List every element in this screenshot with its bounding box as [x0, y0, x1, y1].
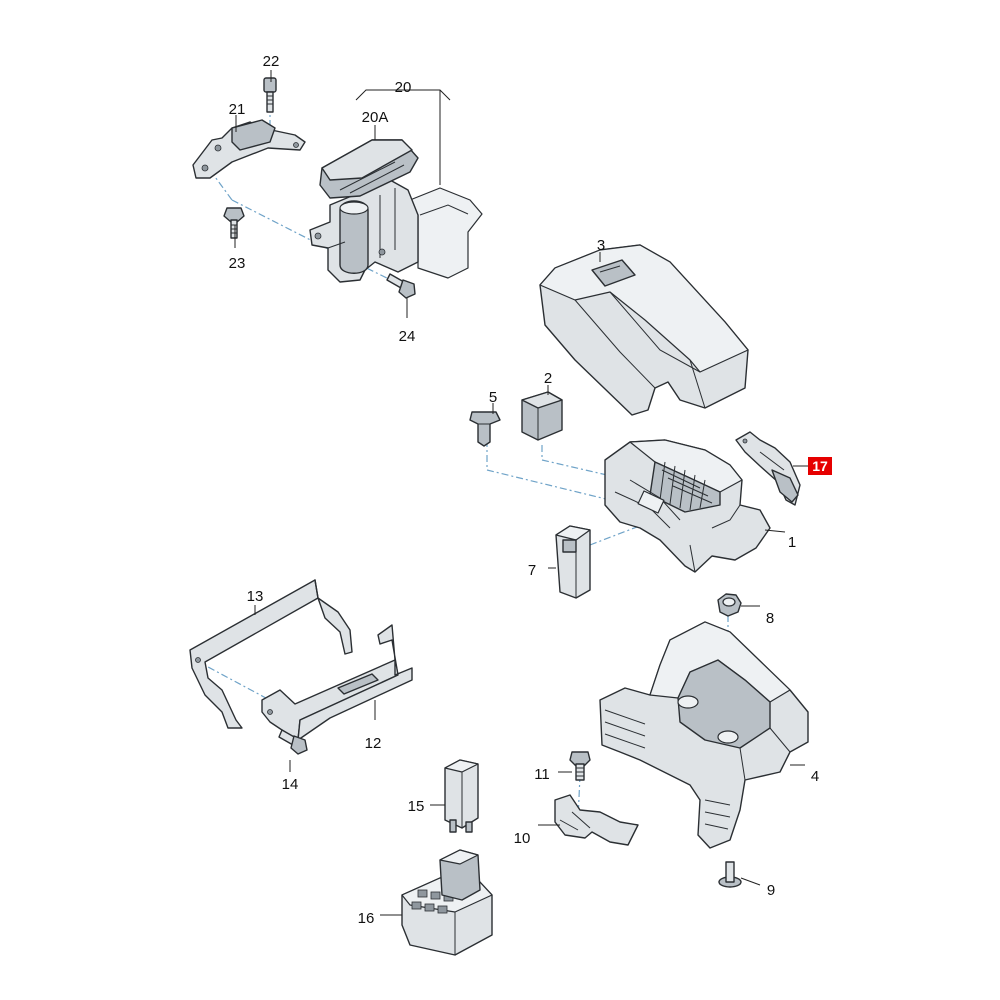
label-14: 14: [282, 776, 299, 793]
label-22: 22: [263, 53, 280, 70]
label-15: 15: [408, 798, 425, 815]
part-5-fuse[interactable]: [469, 411, 501, 447]
callout-labels: 20 20A 21 22 23 24 3 2 5 1 7 8 4 9 11 10…: [229, 53, 832, 927]
label-13: 13: [247, 588, 264, 605]
label-9: 9: [767, 882, 775, 899]
label-23: 23: [229, 255, 246, 272]
part-10-clip[interactable]: [554, 794, 639, 846]
part-24-screw[interactable]: [386, 273, 416, 299]
part-15-relay[interactable]: [444, 759, 479, 833]
label-10: 10: [514, 830, 531, 847]
label-8: 8: [766, 610, 774, 627]
label-1: 1: [788, 534, 796, 551]
label-11: 11: [534, 766, 550, 783]
label-7: 7: [528, 562, 536, 579]
part-12-lower-bracket[interactable]: [261, 624, 413, 741]
part-13-frame-bracket[interactable]: [189, 579, 353, 729]
label-20: 20: [395, 79, 412, 96]
part-7-relay[interactable]: [555, 525, 591, 599]
part-8-nut[interactable]: [717, 593, 742, 617]
label-16: 16: [358, 910, 375, 927]
part-20a-relay-cover[interactable]: [319, 139, 419, 199]
label-5: 5: [489, 389, 497, 406]
part-23-screw[interactable]: [223, 207, 245, 239]
highlight-box-17: [808, 457, 832, 475]
part-4-base-bracket[interactable]: [599, 621, 809, 849]
part-2-relay[interactable]: [521, 391, 563, 441]
part-11-screw[interactable]: [569, 751, 591, 781]
part-9-bolt[interactable]: [718, 861, 742, 888]
part-14-screw[interactable]: [278, 729, 308, 755]
label-4: 4: [811, 768, 819, 785]
part-3-fuse-box-cover[interactable]: [539, 244, 749, 416]
part-16-connector-housing[interactable]: [401, 849, 493, 956]
label-24: 24: [399, 328, 416, 345]
part-20-relay-carrier[interactable]: [309, 179, 483, 283]
label-20a: 20A: [362, 109, 389, 126]
part-1-fuse-carrier[interactable]: [604, 439, 771, 573]
label-2: 2: [544, 370, 552, 387]
part-17-bracket[interactable]: [735, 431, 801, 506]
part-21-bracket[interactable]: [192, 119, 306, 179]
label-21: 21: [229, 101, 246, 118]
label-3: 3: [597, 237, 605, 254]
leader-lines: [234, 70, 808, 916]
label-12: 12: [365, 735, 382, 752]
part-22-stud[interactable]: [263, 77, 277, 113]
label-17: 17: [812, 458, 828, 474]
